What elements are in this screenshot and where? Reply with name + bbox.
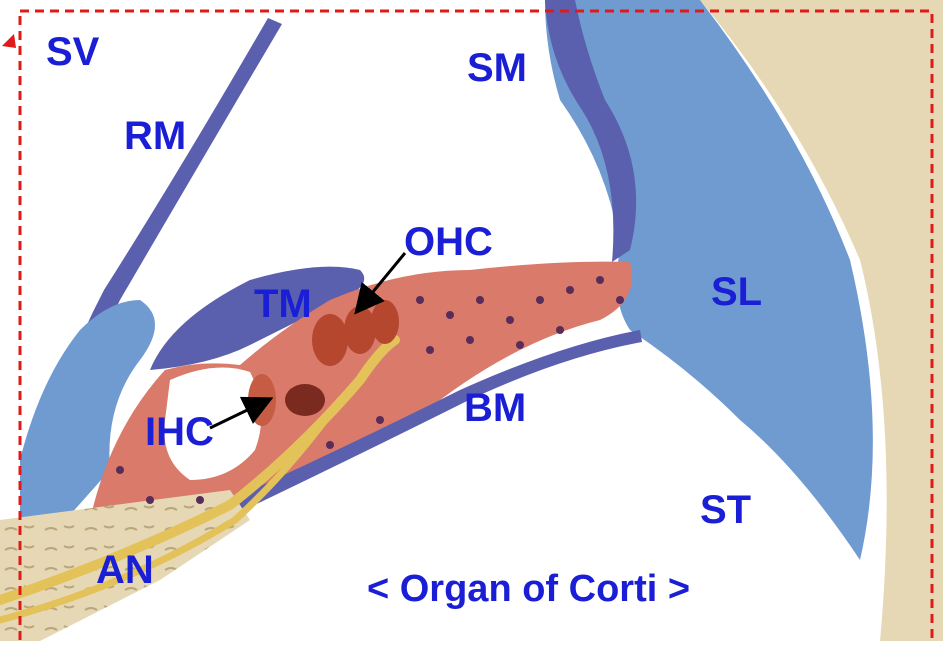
outer-hair-cell-2 — [344, 306, 376, 354]
label-an: AN — [96, 550, 154, 590]
label-sm: SM — [467, 48, 527, 88]
label-rm: RM — [124, 116, 186, 156]
caption-organ-of-corti: < Organ of Corti > — [367, 570, 690, 608]
label-ohc: OHC — [404, 222, 493, 262]
label-sl: SL — [711, 272, 762, 312]
corner-marker-icon — [2, 34, 16, 48]
label-st: ST — [700, 490, 751, 530]
label-sv: SV — [46, 32, 99, 72]
label-tm: TM — [254, 284, 312, 324]
outer-hair-cell-1 — [312, 314, 348, 366]
inner-hair-cell — [248, 374, 276, 426]
tunnel-of-corti — [285, 384, 325, 416]
label-ihc: IHC — [145, 412, 214, 452]
label-bm: BM — [464, 388, 526, 428]
outer-hair-cell-3 — [371, 300, 399, 344]
